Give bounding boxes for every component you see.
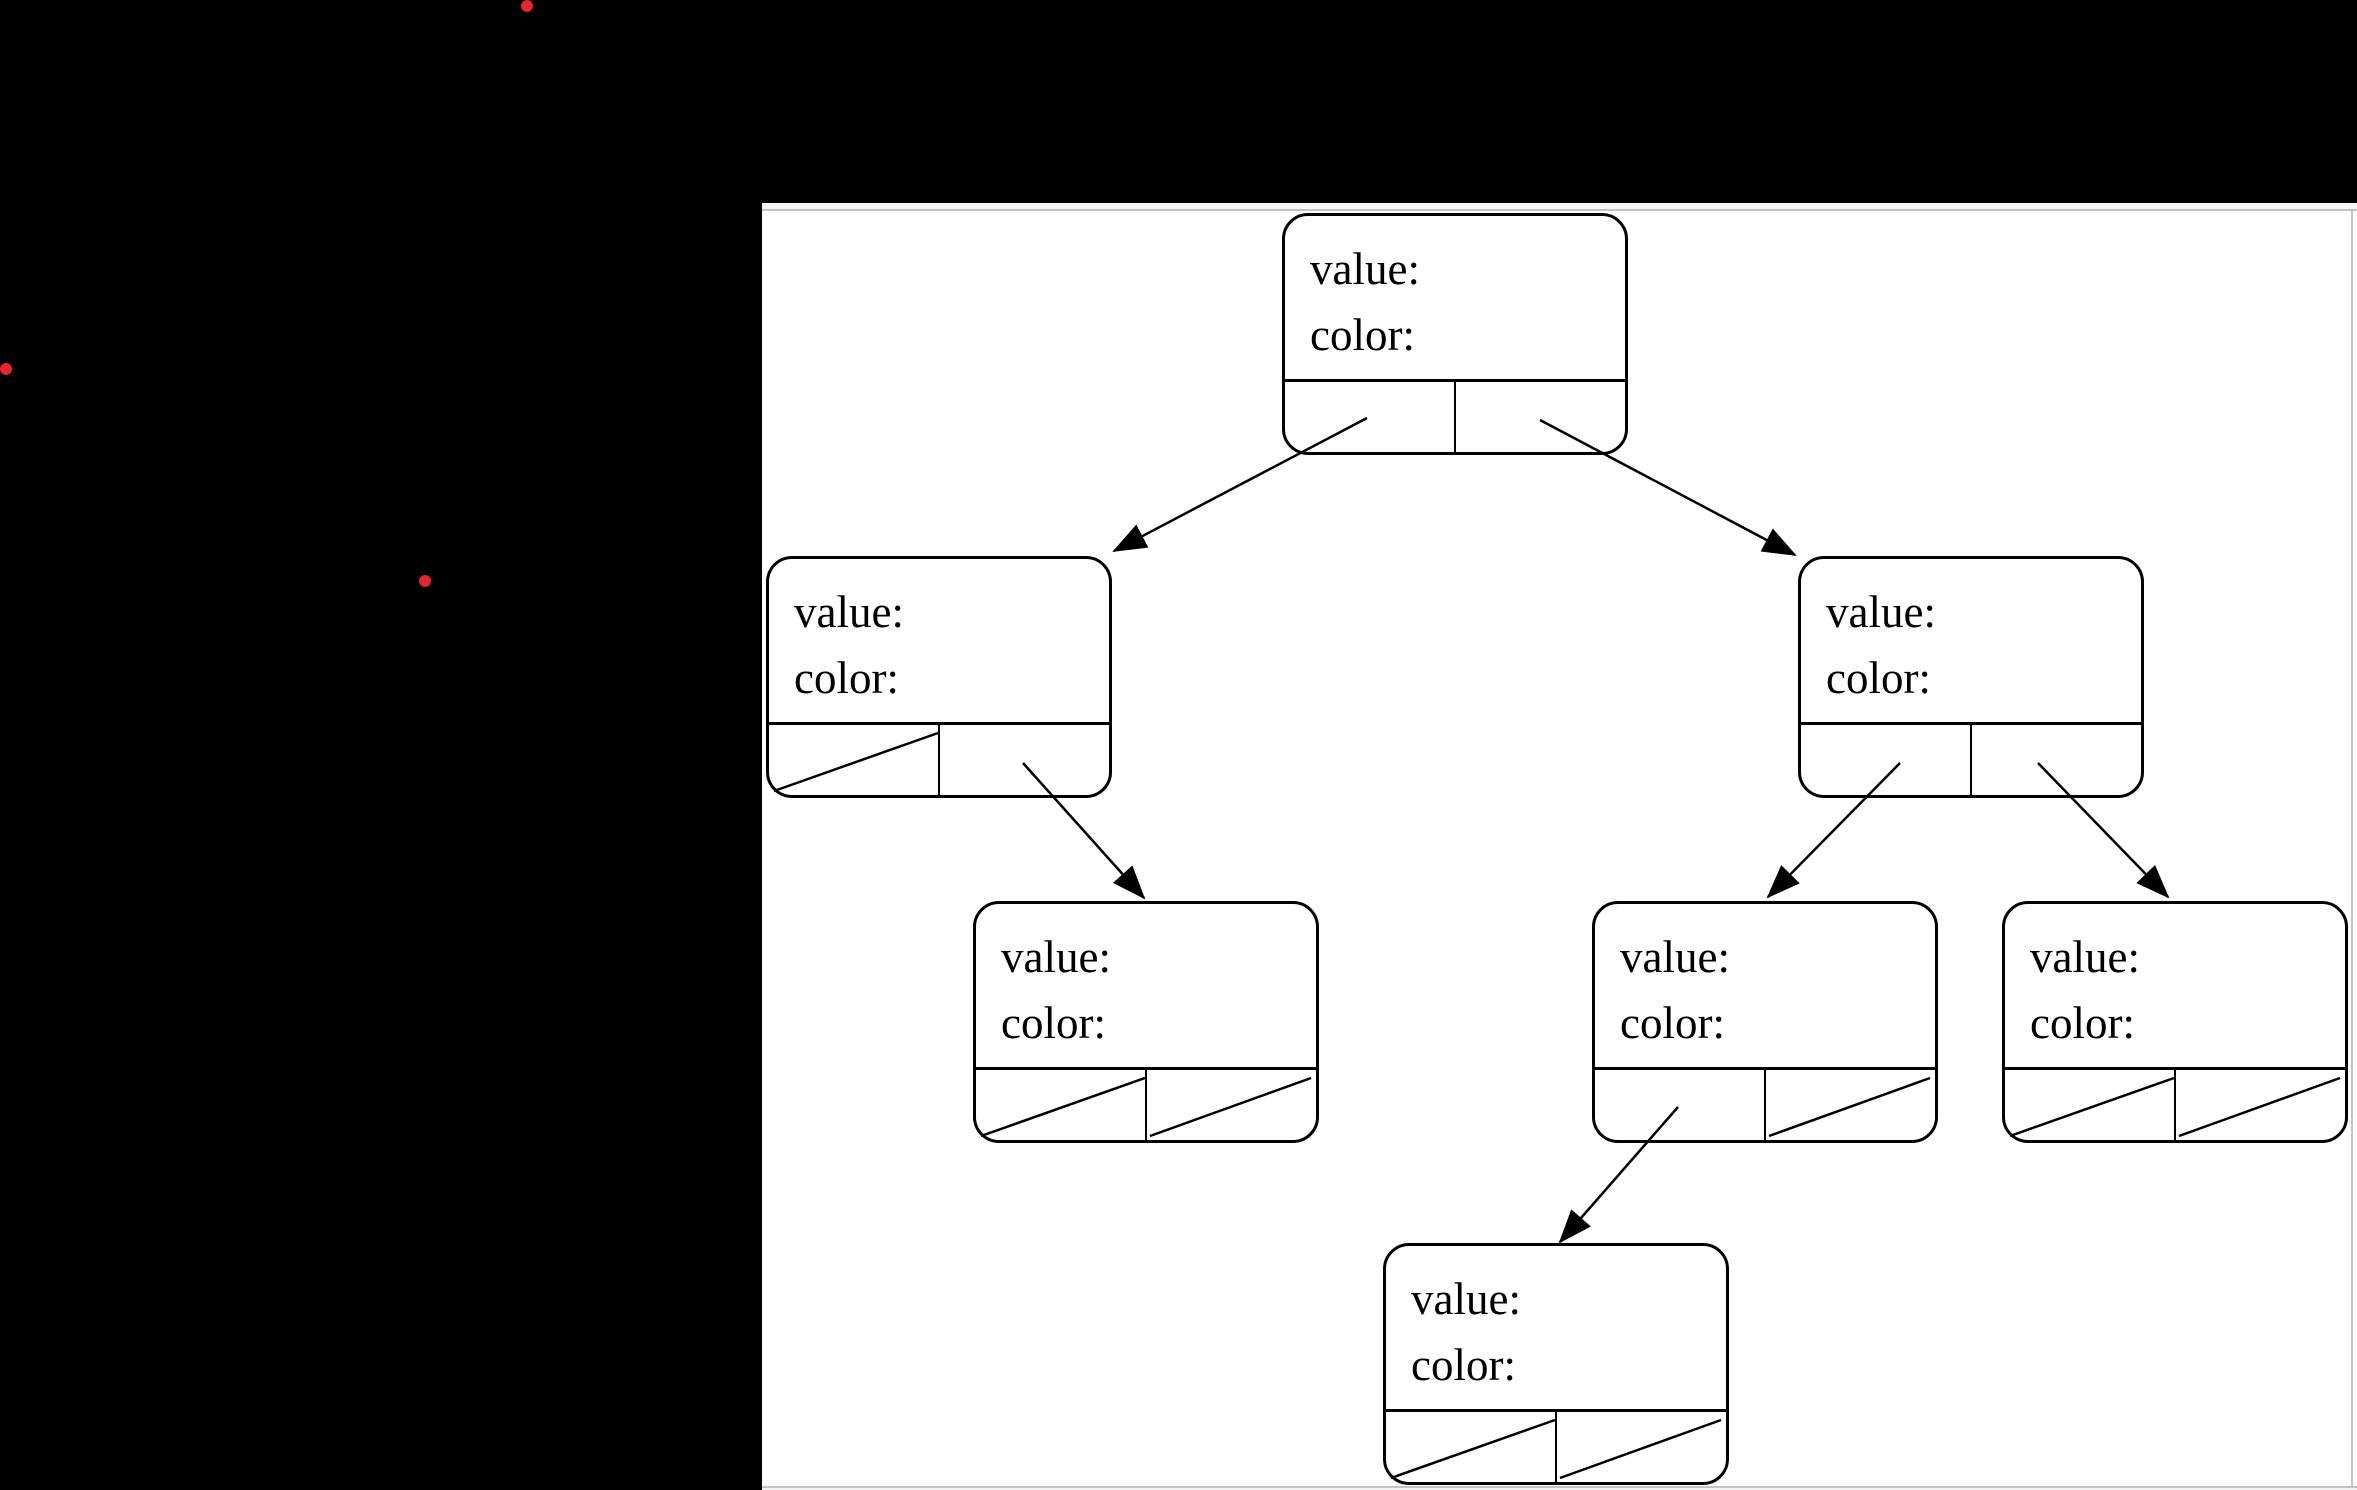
right-pointer-cell bbox=[940, 725, 1109, 795]
value-label: value: bbox=[1826, 587, 1936, 637]
right-pointer-cell bbox=[1456, 382, 1625, 452]
color-label: color: bbox=[1620, 998, 1725, 1048]
left-pointer-cell bbox=[1386, 1412, 1557, 1482]
node-labels: value: color: bbox=[1411, 1266, 1718, 1398]
value-label: value: bbox=[1620, 932, 1730, 982]
value-label: value: bbox=[1001, 932, 1111, 982]
tree-node-left-right-grandchild: value: color: bbox=[973, 901, 1319, 1143]
node-labels: value: color: bbox=[1826, 579, 2133, 711]
tree-node-right-child: value: color: bbox=[1798, 556, 2144, 798]
pointer-row bbox=[1285, 379, 1625, 452]
node-labels: value: color: bbox=[1001, 924, 1308, 1056]
value-label: value: bbox=[794, 587, 904, 637]
pointer-row bbox=[1595, 1067, 1935, 1140]
pointer-row bbox=[2005, 1067, 2345, 1140]
page-bottom-border bbox=[762, 1486, 2357, 1488]
page-right-border bbox=[2351, 211, 2353, 1486]
tree-node-right-left-grandchild: value: color: bbox=[1592, 901, 1938, 1143]
left-pointer-cell bbox=[769, 725, 940, 795]
tree-node-left-child: value: color: bbox=[766, 556, 1112, 798]
color-label: color: bbox=[1310, 310, 1415, 360]
left-pointer-cell bbox=[2005, 1070, 2176, 1140]
left-pointer-cell bbox=[1285, 382, 1456, 452]
red-dot bbox=[0, 363, 12, 375]
color-label: color: bbox=[2030, 998, 2135, 1048]
node-labels: value: color: bbox=[1310, 236, 1617, 368]
left-pointer-cell bbox=[1801, 725, 1972, 795]
right-pointer-cell bbox=[1766, 1070, 1935, 1140]
color-label: color: bbox=[1411, 1340, 1516, 1390]
right-pointer-cell bbox=[1147, 1070, 1316, 1140]
red-dot bbox=[521, 0, 533, 12]
tree-node-great-grandchild: value: color: bbox=[1383, 1243, 1729, 1485]
page-top-border bbox=[762, 209, 2357, 211]
pointer-row bbox=[1801, 722, 2141, 795]
pointer-row bbox=[769, 722, 1109, 795]
color-label: color: bbox=[794, 653, 899, 703]
right-pointer-cell bbox=[1972, 725, 2141, 795]
node-labels: value: color: bbox=[2030, 924, 2337, 1056]
left-pointer-cell bbox=[976, 1070, 1147, 1140]
right-pointer-cell bbox=[2176, 1070, 2345, 1140]
red-dot bbox=[419, 575, 431, 587]
right-pointer-cell bbox=[1557, 1412, 1726, 1482]
node-labels: value: color: bbox=[1620, 924, 1927, 1056]
value-label: value: bbox=[1310, 244, 1420, 294]
tree-node-right-right-grandchild: value: color: bbox=[2002, 901, 2348, 1143]
value-label: value: bbox=[2030, 932, 2140, 982]
tree-node-root: value: color: bbox=[1282, 213, 1628, 455]
color-label: color: bbox=[1826, 653, 1931, 703]
left-pointer-cell bbox=[1595, 1070, 1766, 1140]
pointer-row bbox=[976, 1067, 1316, 1140]
value-label: value: bbox=[1411, 1274, 1521, 1324]
page-bottom-strip bbox=[762, 1488, 2357, 1490]
node-labels: value: color: bbox=[794, 579, 1101, 711]
pointer-row bbox=[1386, 1409, 1726, 1482]
color-label: color: bbox=[1001, 998, 1106, 1048]
page-top-strip bbox=[762, 203, 2357, 209]
